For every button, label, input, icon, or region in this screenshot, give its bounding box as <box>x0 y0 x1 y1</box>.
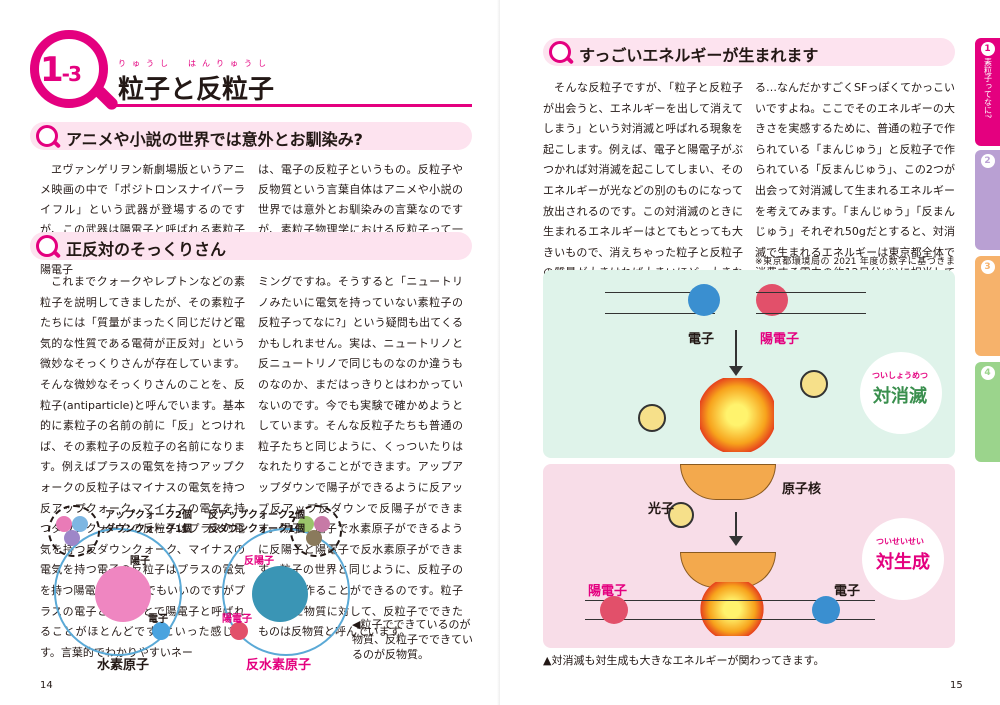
section-heading-anime: アニメや小説の世界では意外とお馴染み? <box>30 122 472 150</box>
pair-tracks <box>585 600 875 620</box>
photon-ball <box>638 404 666 432</box>
down-quark-ball <box>64 530 80 546</box>
chapter-number: 1-3 <box>40 50 82 90</box>
electron-label: 電子 <box>688 332 715 347</box>
proton-label: 陽子 <box>130 556 150 567</box>
antiproton-ball <box>252 566 308 622</box>
antihydrogen-orbit <box>222 528 350 656</box>
anti-up-quark-count: 反アップクォーク2個 <box>208 510 305 521</box>
chapter-title: りゅうし はんりゅうし 粒子と反粒子 <box>118 59 275 105</box>
energy-burst-icon <box>700 582 764 636</box>
magnifier-icon <box>36 235 58 257</box>
positron-ball <box>230 622 248 640</box>
up-quark-ball <box>56 516 72 532</box>
anti-down-quark-count: 反ダウンクォーク1個 <box>208 524 305 535</box>
electron-ball <box>152 622 170 640</box>
tab-chapter-1[interactable]: 1 素粒子ってなに? <box>975 38 1000 146</box>
hydrogen-orbit <box>54 528 182 656</box>
arrowhead-icon <box>729 536 743 546</box>
right-diagram-caption: ▲対消滅も対生成も大きなエネルギーが関わってきます。 <box>543 654 825 667</box>
annihilation-label: 対消滅 <box>873 386 927 407</box>
positron-ball <box>756 284 788 316</box>
chapter-title-ruby: りゅうし はんりゅうし <box>118 59 272 68</box>
pair-creation-badge <box>862 518 944 600</box>
electron-ball <box>688 284 720 316</box>
down-arrow-icon <box>735 512 737 540</box>
electron-track <box>605 292 715 314</box>
magnifier-icon <box>36 125 58 147</box>
down-arrow-icon <box>735 330 737 370</box>
anti-up-quark-ball <box>314 516 330 532</box>
tab-chapter-2[interactable]: 2 <box>975 150 1000 250</box>
up-quark-count: アップクォーク2個 <box>105 510 192 521</box>
positron-label: 陽電子 <box>588 584 628 599</box>
tab-chapter-3[interactable]: 3 <box>975 256 1000 356</box>
antiquark-zoom <box>290 505 342 557</box>
left-page: 1-3 りゅうし はんりゅうし 粒子と反粒子 アニメや小説の世界では意外とお馴染… <box>0 0 500 705</box>
diagram-caption: ◀粒子でできているのが物質、反粒子でできているのが反物質。 <box>352 618 473 661</box>
positron-label: 陽電子 <box>222 614 252 625</box>
tab-chapter-4[interactable]: 4 <box>975 362 1000 462</box>
hydrogen-label: 水素原子 <box>97 658 150 673</box>
anti-up-quark-ball <box>298 516 314 532</box>
annihilation-ruby: ついしょうめつ <box>872 371 928 380</box>
energy-burst-icon <box>700 378 774 452</box>
up-quark-ball <box>72 516 88 532</box>
page-number-left: 14 <box>40 680 53 691</box>
antiproton-label: 反陽子 <box>244 556 274 567</box>
positron-ball <box>600 596 628 624</box>
nucleus-label: 原子核 <box>782 482 822 497</box>
chapter-magnifier-icon <box>30 30 108 108</box>
photon-label: 光子 <box>648 502 675 517</box>
proton-ball <box>95 566 151 622</box>
section1-col1: ヱヴァンゲリヲン新劇場版というアニメ映画の中で「ポジトロンスナイパーライフル」と… <box>40 163 245 276</box>
photon-ball <box>800 370 828 398</box>
anti-down-quark-ball <box>306 530 322 546</box>
electron-label: 電子 <box>148 614 168 625</box>
antihydrogen-label: 反水素原子 <box>246 658 312 673</box>
photon-ball <box>668 502 694 528</box>
electron-ball <box>812 596 840 624</box>
positron-track <box>756 292 866 314</box>
page-number-right: 15 <box>950 680 963 691</box>
positron-label: 陽電子 <box>760 332 800 347</box>
magnifier-icon <box>549 41 571 63</box>
quark-zoom <box>48 505 100 557</box>
electron-label: 電子 <box>834 584 861 599</box>
arrowhead-icon <box>729 366 743 376</box>
magnifier-handle <box>91 83 121 113</box>
pair-creation-label: 対生成 <box>876 552 930 573</box>
section-heading-energy: すっごいエネルギーが生まれます <box>543 38 955 66</box>
pair-creation-ruby: ついせいせい <box>876 537 924 546</box>
chapter-rule <box>110 104 472 107</box>
section-heading-antiparticle: 正反対のそっくりさん <box>30 232 472 260</box>
annihilation-badge <box>860 352 942 434</box>
down-quark-count: ダウンクォーク1個 <box>105 524 192 535</box>
